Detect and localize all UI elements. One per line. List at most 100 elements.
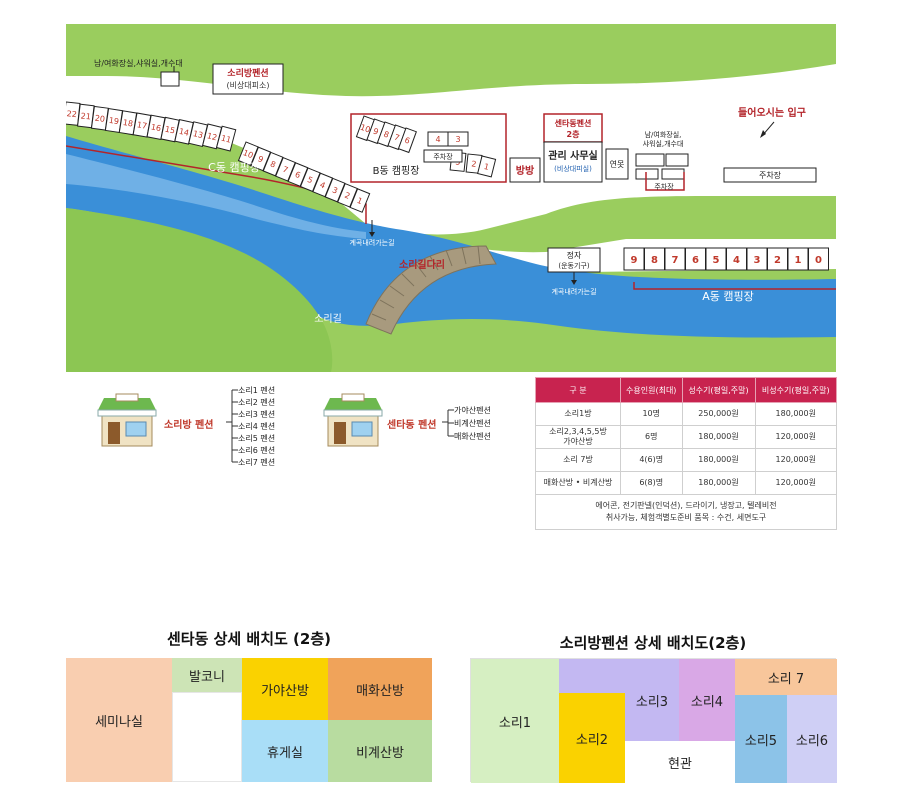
- room-bigye: 비계산방: [328, 720, 432, 782]
- room-balcony-blank: [172, 692, 242, 782]
- a-camp-label: A동 캠핑장: [702, 290, 754, 303]
- c-site-label: 21: [80, 111, 91, 121]
- c-site-label: 22: [66, 109, 77, 119]
- a-site-label: 4: [733, 255, 740, 266]
- price-cell: 120,000원: [754, 471, 837, 495]
- price-header-cell: 성수기(평일,주말): [681, 377, 756, 403]
- soribang-legend-item: 소리3 펜션: [238, 410, 276, 419]
- price-cell: 6(8)명: [619, 471, 683, 495]
- price-header-cell: 수용인원(최대): [619, 377, 683, 403]
- a-site-label: 5: [713, 255, 720, 266]
- toilet-label-right-1: 남/여화장실,: [645, 130, 682, 139]
- b-site-label: 4: [435, 135, 440, 144]
- c-site: 16: [146, 114, 166, 141]
- b-site-label: 7: [393, 133, 401, 143]
- soribang-legend-item: 소리6 펜션: [238, 446, 276, 455]
- room-gaya: 가야산방: [242, 658, 328, 720]
- price-note-1: 에어콘, 전기판넬(인덕션), 드라이기, 냉장고, 텔레비전: [595, 501, 777, 510]
- b-camp-boundary: [350, 113, 507, 183]
- soribang-legend-item: 소리7 펜션: [238, 458, 276, 467]
- b-site-label: 3: [455, 135, 460, 144]
- price-cell: 180,000원: [681, 471, 756, 495]
- price-cell: 6명: [619, 425, 683, 449]
- price-header-cell: 구 분: [535, 377, 621, 403]
- price-cell: 소리2,3,4,5,5방 가야산방: [535, 425, 621, 449]
- room-sori7: 소리 7: [735, 659, 837, 695]
- price-cell: 250,000원: [681, 402, 756, 426]
- center-legend-item: 비계산펜션: [454, 419, 491, 428]
- a-site: 7: [664, 247, 686, 271]
- b-parking: [423, 149, 463, 163]
- a-site: 6: [685, 247, 706, 271]
- a-site-label: 6: [692, 255, 699, 266]
- center-legend-label: 센타동 펜션: [387, 420, 437, 431]
- room-sori4: 소리4: [679, 659, 735, 741]
- office-building: [543, 141, 603, 183]
- b-site-label: 9: [372, 127, 380, 137]
- a-site: 8: [644, 247, 665, 271]
- c-site-label: 14: [178, 127, 190, 138]
- a-site-label: 8: [651, 255, 658, 266]
- price-cell: 매화산방 • 비계산방: [535, 471, 621, 495]
- b-parking-label: 주차장: [433, 152, 453, 161]
- c-site-label: 16: [150, 122, 162, 133]
- sori-bridge-label: 소리길다리: [399, 258, 445, 271]
- price-cell: 10명: [619, 402, 683, 426]
- b-camp-label: B동 캠핑장: [373, 165, 420, 177]
- store-icon: [323, 393, 383, 447]
- b-site-label: 2: [471, 159, 477, 168]
- pavilion-building: [547, 247, 601, 273]
- parking-mid-label: 주차장: [654, 182, 674, 191]
- room-entry: 현관: [625, 741, 735, 783]
- b-site: 3: [447, 131, 469, 147]
- a-camp-boundary: [633, 282, 836, 290]
- a-site-label: 9: [631, 255, 638, 266]
- soribang-legend-item: 소리2 펜션: [238, 398, 276, 407]
- a-site: 4: [726, 247, 747, 271]
- room-seminar: 세미나실: [66, 658, 172, 782]
- soribang-legend-label: 소리방 펜션: [164, 420, 214, 431]
- soribang-legend-item: 소리4 펜션: [238, 422, 276, 431]
- pavilion-label: 정자: [567, 250, 582, 260]
- c-site-label: 19: [108, 116, 119, 126]
- price-cell: 120,000원: [754, 425, 837, 449]
- c-site-label: 5: [306, 175, 314, 185]
- b-site-label: 8: [382, 130, 390, 140]
- c-site-label: 1: [356, 196, 364, 206]
- c-site-label: 7: [281, 165, 289, 175]
- a-site-label: 0: [815, 255, 822, 266]
- pavilion-sub: (운동기구): [558, 261, 589, 270]
- b-site-label: 1: [483, 162, 490, 172]
- price-header-cell: 비성수기(평일,주말): [754, 377, 837, 403]
- room-maehwa: 매화산방: [328, 658, 432, 720]
- price-cell: 180,000원: [754, 402, 837, 426]
- c-site-label: 11: [220, 133, 232, 144]
- down-arrow-icon: [369, 232, 375, 237]
- a-site: 1: [787, 247, 809, 271]
- c-site-label: 13: [192, 129, 204, 140]
- price-cell: 4(6)명: [619, 448, 683, 472]
- sori-road-bank: [66, 208, 333, 372]
- a-site-label: 1: [795, 255, 802, 266]
- soribang-pension-building: [212, 63, 284, 95]
- river-shallow: [66, 154, 366, 239]
- c-site-label: 17: [136, 120, 148, 131]
- a-site-label: 2: [774, 255, 781, 266]
- room-sori3: 소리3: [625, 659, 679, 741]
- toilet-label-top: 남/여화장실,샤워실,개수대: [94, 58, 183, 68]
- a-site-label: 7: [672, 255, 679, 266]
- pond-label: 연못: [610, 160, 625, 169]
- center-legend-item: 가야산펜션: [454, 406, 491, 415]
- center-floor-plan: 세미나실 발코니 가야산방 매화산방 휴게실 비계산방: [66, 658, 432, 782]
- toilet-label-right-2: 샤워실,개수대: [643, 139, 684, 148]
- bangbang-building: [509, 157, 541, 183]
- c-site-label: 10: [242, 148, 255, 160]
